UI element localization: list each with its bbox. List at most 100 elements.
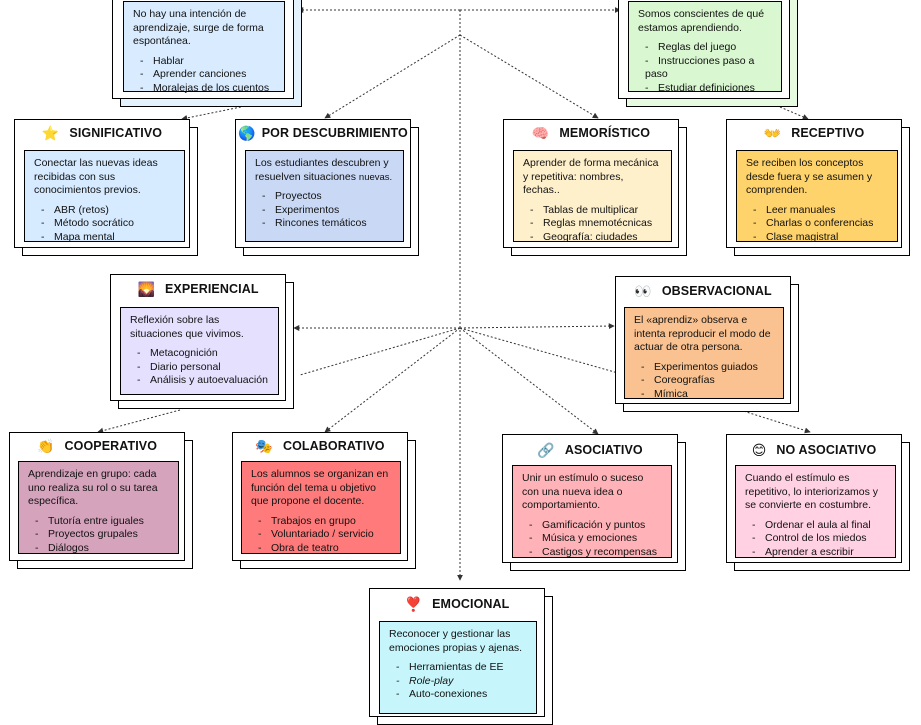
node-asociativo[interactable]: 🔗 ASOCIATIVO Unir un estímulo o suceso c… bbox=[502, 434, 686, 571]
node-colaborativo-title: COLABORATIVO bbox=[282, 439, 385, 453]
node-significativo-body: Conectar las nuevas ideas recibidas con … bbox=[24, 150, 185, 245]
sunrise-icon: 🌄 bbox=[137, 281, 155, 297]
eyes-icon: 👀 bbox=[634, 283, 652, 299]
node-asociativo-body: Unir un estímulo o suceso con una nueva … bbox=[512, 465, 672, 558]
connector-observacional-mid bbox=[459, 327, 626, 376]
node-colaborativo[interactable]: 🎭 COLABORATIVO Los alumnos se organizan … bbox=[232, 432, 416, 569]
node-observacional-desc: El «aprendiz» observa e intenta reproduc… bbox=[634, 314, 771, 353]
node-significativo-item: Mapa mental bbox=[41, 231, 175, 245]
node-descubrimiento[interactable]: 🌎 POR DESCUBRIMIENTO Los estudiantes des… bbox=[235, 119, 419, 256]
node-experiencial-desc: Reflexión sobre las situaciones que vivi… bbox=[130, 314, 244, 340]
node-experiencial-title: EXPERIENCIAL bbox=[164, 282, 259, 296]
smiley-icon: 😊 bbox=[751, 442, 767, 458]
node-descubrimiento-item: Experimentos bbox=[262, 204, 394, 218]
node-significativo-item: ABR (retos) bbox=[41, 204, 175, 218]
link-icon: 🔗 bbox=[537, 442, 555, 458]
node-cooperativo-item: Tutoría entre iguales bbox=[35, 515, 169, 529]
node-colaborativo-item: Obra de teatro bbox=[258, 542, 391, 556]
node-receptivo[interactable]: 👐 RECEPTIVO Se reciben los conceptos des… bbox=[726, 119, 910, 256]
star-icon: ⭐ bbox=[41, 125, 60, 141]
node-formal-body: Somos conscientes de qué estamos aprendi… bbox=[628, 1, 782, 94]
connector-asociativo bbox=[459, 327, 599, 435]
node-memoristico-title: MEMORÍSTICO bbox=[559, 126, 651, 140]
node-cooperativo-title: COOPERATIVO bbox=[64, 439, 158, 453]
node-cooperativo-item: Proyectos grupales bbox=[35, 528, 169, 542]
node-asociativo-item: Música y emociones bbox=[529, 532, 662, 546]
node-emocional-item: Role-play bbox=[396, 675, 527, 689]
node-colaborativo-body: Los alumnos se organizan en función del … bbox=[241, 461, 401, 554]
node-descubrimiento-title: POR DESCUBRIMIENTO bbox=[261, 126, 408, 140]
node-memoristico-body: Aprender de forma mecánica y repetitiva:… bbox=[513, 150, 672, 245]
node-emocional-item: Herramientas de EE bbox=[396, 661, 527, 675]
node-receptivo-desc: Se reciben los conceptos desde fuera y s… bbox=[746, 157, 873, 196]
node-receptivo-title: RECEPTIVO bbox=[791, 126, 865, 140]
node-receptivo-item: Clase magistral bbox=[753, 231, 888, 245]
connector-observacional bbox=[459, 323, 615, 330]
node-colaborativo-item: Trabajos en grupo bbox=[258, 515, 391, 529]
node-significativo-title: SIGNIFICATIVO bbox=[69, 126, 163, 140]
node-asociativo-desc: Unir un estímulo o suceso con una nueva … bbox=[522, 472, 644, 511]
node-memoristico[interactable]: 🧠 MEMORÍSTICO Aprender de forma mecánica… bbox=[503, 119, 687, 256]
clapping-hands-icon: 👏 bbox=[36, 438, 55, 454]
node-cooperativo[interactable]: 👏 COOPERATIVO Aprendizaje en grupo: cada… bbox=[9, 432, 193, 569]
connector-colaborativo bbox=[324, 327, 461, 433]
open-hands-icon: 👐 bbox=[763, 125, 782, 141]
node-emocional-title: EMOCIONAL bbox=[432, 597, 510, 611]
connector-no-asociativo bbox=[739, 409, 811, 434]
node-no-asociativo-desc: Cuando el estímulo es repetitivo, lo int… bbox=[745, 472, 879, 511]
node-no-asociativo-title: NO ASOCIATIVO bbox=[776, 443, 877, 457]
node-receptivo-body: Se reciben los conceptos desde fuera y s… bbox=[736, 150, 898, 245]
node-memoristico-item: Tablas de multiplicar bbox=[530, 204, 662, 218]
node-cooperativo-item: Diálogos bbox=[35, 542, 169, 556]
node-asociativo-title: ASOCIATIVO bbox=[564, 443, 643, 457]
node-experiencial-item: Diario personal bbox=[137, 361, 269, 375]
connector-cooperativo bbox=[97, 409, 181, 434]
node-memoristico-item: Reglas mnemotécnicas bbox=[530, 217, 662, 231]
node-experiencial-item: Metacognición bbox=[137, 347, 269, 361]
node-observacional-item: Mímica bbox=[641, 388, 774, 402]
node-experiencial-body: Reflexión sobre las situaciones que vivi… bbox=[120, 307, 279, 395]
connector-descubrimiento bbox=[324, 34, 461, 119]
node-observacional-body: El «aprendiz» observa e intenta reproduc… bbox=[624, 307, 784, 402]
node-no-asociativo-item: Ordenar el aula al final bbox=[752, 519, 886, 533]
node-no-asociativo-item: Control de los miedos bbox=[752, 532, 886, 546]
node-experiencial-item: Análisis y autoevaluación bbox=[137, 374, 269, 388]
node-emocional[interactable]: ❣️ EMOCIONAL Reconocer y gestionar las e… bbox=[369, 588, 553, 725]
node-formal-item: Instrucciones paso a paso bbox=[645, 55, 772, 82]
connector-formal-receptivo bbox=[779, 106, 809, 120]
node-significativo-desc: Conectar las nuevas ideas recibidas con … bbox=[34, 157, 158, 196]
node-experiencial[interactable]: 🌄 EXPERIENCIAL Reflexión sobre las situa… bbox=[110, 274, 294, 409]
node-descubrimiento-item: Rincones temáticos bbox=[262, 217, 394, 231]
node-formal[interactable]: Somos conscientes de qué estamos aprendi… bbox=[618, 0, 798, 107]
theater-masks-icon: 🎭 bbox=[255, 438, 273, 454]
node-no-asociativo-body: Cuando el estímulo es repetitivo, lo int… bbox=[735, 465, 896, 558]
node-receptivo-item: Leer manuales bbox=[753, 204, 888, 218]
node-cooperativo-body: Aprendizaje en grupo: cada uno realiza s… bbox=[18, 461, 179, 554]
node-observacional[interactable]: 👀 OBSERVACIONAL El «aprendiz» observa e … bbox=[615, 276, 799, 412]
node-memoristico-desc: Aprender de forma mecánica y repetitiva:… bbox=[523, 157, 659, 196]
heart-exclamation-icon: ❣️ bbox=[404, 596, 423, 612]
node-no-asociativo-item: Aprender a escribir bbox=[752, 546, 886, 560]
node-asociativo-item: Castigos y recompensas bbox=[529, 546, 662, 560]
connector-experiencial-mid bbox=[299, 327, 461, 376]
node-informal-desc: No hay una intención de aprendizaje, sur… bbox=[133, 8, 264, 47]
node-observacional-title: OBSERVACIONAL bbox=[661, 284, 772, 298]
node-descubrimiento-item: Proyectos bbox=[262, 190, 394, 204]
node-colaborativo-item: Voluntariado / servicio bbox=[258, 528, 391, 542]
node-no-asociativo[interactable]: 😊 NO ASOCIATIVO Cuando el estímulo es re… bbox=[726, 434, 910, 571]
node-asociativo-item: Gamificación y puntos bbox=[529, 519, 662, 533]
node-formal-desc: Somos conscientes de qué estamos aprendi… bbox=[638, 8, 765, 34]
node-memoristico-item: Geografía: ciudades bbox=[530, 231, 662, 245]
node-significativo[interactable]: ⭐ SIGNIFICATIVO Conectar las nuevas idea… bbox=[14, 119, 198, 256]
node-colaborativo-desc: Los alumnos se organizan en función del … bbox=[251, 468, 389, 507]
node-receptivo-item: Charlas o conferencias bbox=[753, 217, 888, 231]
node-observacional-item: Coreografías bbox=[641, 374, 774, 388]
node-cooperativo-desc: Aprendizaje en grupo: cada uno realiza s… bbox=[28, 468, 158, 507]
node-informal-item: Aprender canciones bbox=[140, 68, 275, 82]
node-informal-body: No hay una intención de aprendizaje, sur… bbox=[123, 1, 285, 94]
node-formal-item: Estudiar definiciones bbox=[645, 82, 772, 96]
node-informal[interactable]: No hay una intención de aprendizaje, sur… bbox=[112, 0, 302, 107]
node-descubrimiento-desc: Los estudiantes descubren y resuelven si… bbox=[255, 157, 389, 183]
brain-icon: 🧠 bbox=[531, 125, 550, 141]
node-significativo-item: Método socrático bbox=[41, 217, 175, 231]
